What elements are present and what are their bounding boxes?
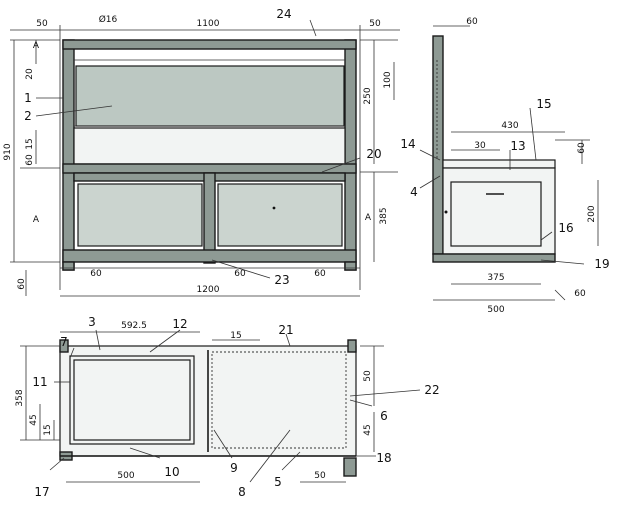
- dim-top-left: 50: [36, 19, 48, 29]
- dim-plan-15-top: 15: [230, 331, 241, 341]
- label-1: 1: [24, 91, 32, 105]
- dim-glass-offset: 20: [25, 68, 35, 80]
- dim-plan-15-left: 15: [43, 424, 53, 435]
- side-view: 60 430 30 60 200 375 500 60 4 13 14 15 1…: [400, 17, 609, 315]
- side-post: [432, 35, 444, 255]
- dim-base-60: 60: [17, 278, 27, 290]
- dim-side-500: 500: [487, 305, 504, 315]
- dim-side-375: 375: [487, 273, 504, 283]
- dim-width-total: 1200: [197, 285, 220, 295]
- upper-glass-panel: [75, 65, 345, 127]
- label-23: 23: [274, 273, 289, 287]
- dim-plan-45-right: 45: [363, 424, 373, 435]
- dim-right-385: 385: [379, 207, 389, 224]
- dim-plan-500: 500: [117, 471, 134, 481]
- section-mark-a-top: A: [33, 41, 40, 51]
- side-top-shelf: [442, 159, 556, 169]
- dim-side-b60: 60: [574, 289, 586, 299]
- label-16: 16: [558, 221, 573, 235]
- dim-bottom-60-mid: 60: [234, 269, 246, 279]
- dim-mid-60: 60: [25, 154, 35, 166]
- dim-plan-50-bottom: 50: [314, 471, 326, 481]
- label-19: 19: [594, 257, 609, 271]
- mid-rail: [62, 163, 357, 174]
- section-mark-a-left: A: [33, 215, 40, 225]
- dim-right-250: 250: [363, 87, 373, 104]
- screw-mark: [272, 206, 276, 210]
- lower-right-glass: [217, 183, 343, 247]
- label-11: 11: [32, 375, 47, 389]
- center-post: [203, 172, 216, 264]
- dim-mid-15: 15: [25, 138, 35, 149]
- dim-plan-592: 592.5: [121, 321, 147, 331]
- label-17: 17: [34, 485, 49, 499]
- dim-bottom-60-left: 60: [90, 269, 102, 279]
- label-3: 3: [88, 315, 96, 329]
- foot-right: [344, 261, 357, 271]
- dim-side-430: 430: [501, 121, 518, 131]
- right-post: [344, 39, 357, 271]
- dim-side-200: 200: [587, 205, 597, 222]
- dim-side-30: 30: [474, 141, 486, 151]
- label-14: 14: [400, 137, 415, 151]
- label-5: 5: [274, 475, 282, 489]
- label-21: 21: [278, 323, 293, 337]
- front-view: A A A 50 Ø16 1100 50 910 20 15 60 250 10…: [3, 7, 400, 297]
- label-18: 18: [376, 451, 391, 465]
- plan-view: 592.5 15 358 45 15 50 45 500 50 3 5 6 7 …: [15, 315, 440, 499]
- foot-left: [62, 261, 75, 271]
- dim-side-top: 60: [466, 17, 478, 27]
- plan-left-inner: [73, 359, 191, 441]
- label-10: 10: [164, 465, 179, 479]
- dim-right-100: 100: [383, 71, 393, 88]
- side-base: [432, 253, 556, 263]
- label-2: 2: [24, 109, 32, 123]
- label-15: 15: [536, 97, 551, 111]
- dim-plan-45-left: 45: [29, 414, 39, 425]
- dim-hole: Ø16: [99, 14, 118, 25]
- dim-height-total: 910: [3, 143, 13, 160]
- dim-side-60: 60: [577, 142, 587, 154]
- dim-bottom-60-right: 60: [314, 269, 326, 279]
- label-4: 4: [410, 185, 418, 199]
- label-12: 12: [172, 317, 187, 331]
- drawer-section: [450, 181, 542, 247]
- label-9: 9: [230, 461, 238, 475]
- left-post: [62, 39, 75, 271]
- top-rail: [62, 39, 357, 50]
- section-mark-a-right: A: [365, 213, 372, 223]
- plan-foot-right: [343, 457, 357, 477]
- lower-left-glass: [77, 183, 203, 247]
- label-24: 24: [276, 7, 291, 21]
- mid-band: [73, 127, 346, 165]
- dim-top-span: 1100: [197, 19, 220, 29]
- bottom-rail: [62, 249, 357, 263]
- plan-corner-tr: [347, 339, 357, 353]
- dim-plan-358: 358: [15, 389, 25, 406]
- dim-plan-50-right: 50: [363, 370, 373, 382]
- plan-right-bay: [211, 351, 347, 449]
- label-6: 6: [380, 409, 388, 423]
- label-20: 20: [366, 147, 381, 161]
- label-7: 7: [60, 335, 68, 349]
- label-22: 22: [424, 383, 439, 397]
- label-13: 13: [510, 139, 525, 153]
- dim-top-right: 50: [369, 19, 381, 29]
- label-8: 8: [238, 485, 246, 499]
